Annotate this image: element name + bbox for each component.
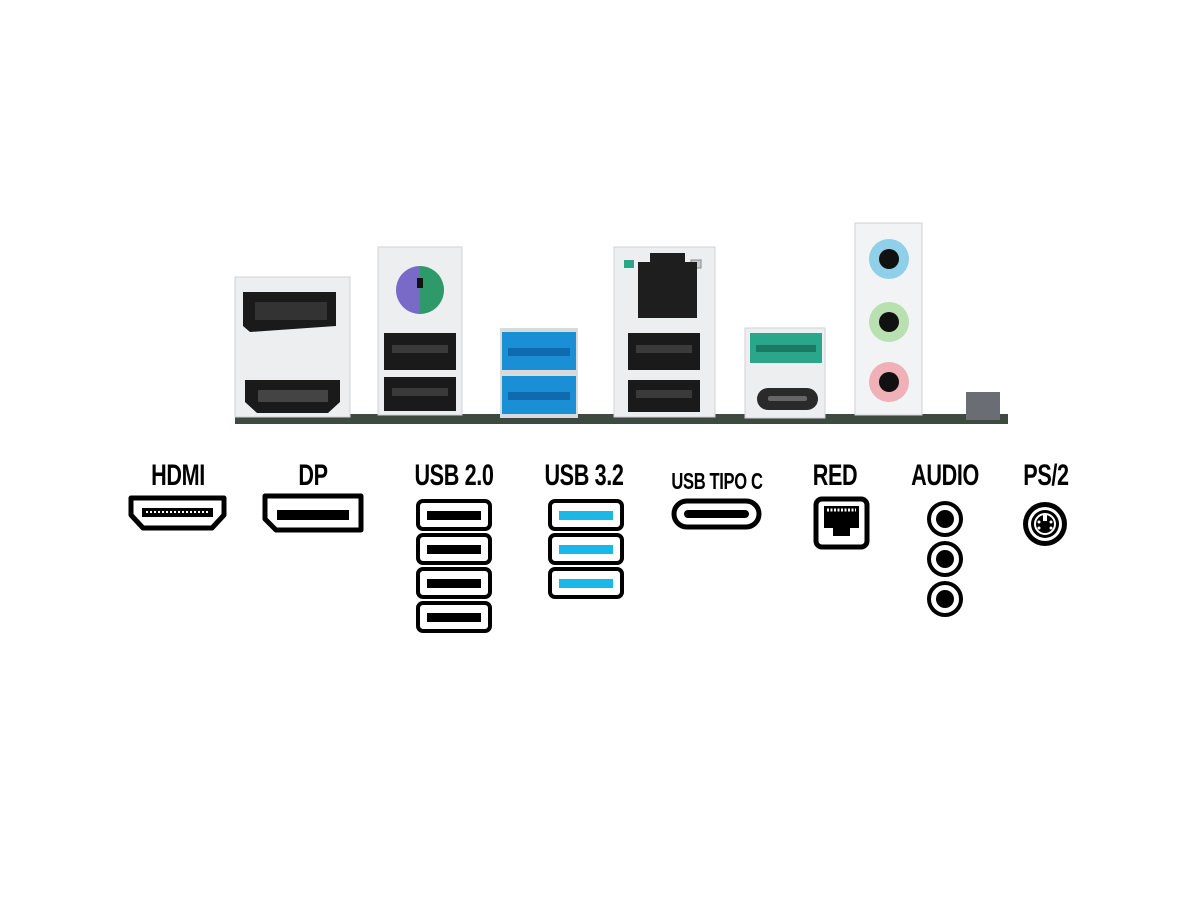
label-ps2: PS/2 (1023, 459, 1069, 492)
label-hdmi: HDMI (151, 459, 205, 492)
usb3-icons (548, 499, 624, 599)
label-red: RED (812, 459, 858, 492)
usbc-block (744, 327, 826, 419)
usb3-port-icon (548, 533, 624, 565)
audio-block (854, 222, 923, 416)
usb2-port-icon (416, 567, 492, 599)
io-panel-photo (234, 222, 1008, 424)
label-usb20: USB 2.0 (414, 459, 494, 492)
label-usb-c: USB TIPO C (671, 468, 763, 494)
standoff (966, 392, 1000, 420)
label-audio: AUDIO (911, 459, 979, 492)
lan-usb-block (613, 246, 716, 418)
rj45-port (638, 253, 697, 318)
audio-icons (927, 501, 963, 617)
usb3-block (500, 328, 578, 418)
audio-jack-icon (927, 501, 963, 537)
label-usb32: USB 3.2 (544, 459, 624, 492)
usb-c-icon (671, 498, 762, 530)
pcb-edge (235, 414, 1008, 424)
usb2-port-icon (416, 533, 492, 565)
audio-jack-icon (927, 581, 963, 617)
label-dp: DP (298, 459, 328, 492)
dp-hdmi-block (234, 276, 351, 418)
ethernet-icon (813, 496, 870, 550)
audio-jack-icon (927, 541, 963, 577)
usb3-port-icon (548, 499, 624, 531)
usb2-icons (416, 499, 492, 633)
ps2-usb-block (377, 246, 463, 416)
usb2-port-icon (416, 499, 492, 531)
ps2-icon (1023, 502, 1067, 546)
hdmi-icon (128, 495, 227, 531)
displayport-icon (262, 493, 364, 533)
usb3-port-icon (548, 567, 624, 599)
usb2-port-icon (416, 601, 492, 633)
